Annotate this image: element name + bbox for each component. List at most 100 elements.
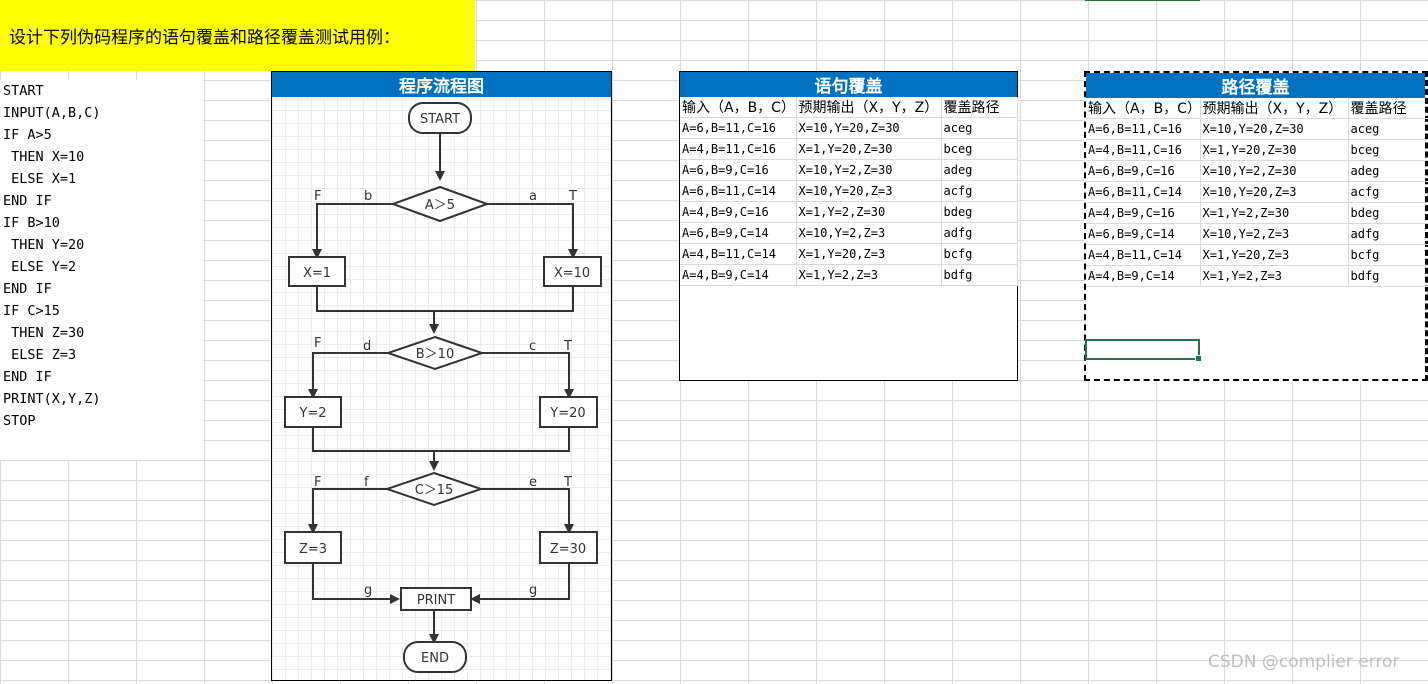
cell-input[interactable]: A=6,B=9,C=16 [680, 159, 797, 181]
box-x10 [543, 256, 602, 287]
cell-input[interactable]: A=4,B=9,C=16 [680, 201, 797, 223]
path-coverage-panel[interactable]: 路径覆盖 输入（A，B，C） 预期输出（X，Y，Z） 覆盖路径 A=6,B=11… [1084, 71, 1428, 381]
print-node [400, 587, 472, 611]
edge-label-d: d [363, 339, 371, 354]
cell-path[interactable]: bceg [1348, 139, 1428, 161]
cell-output[interactable]: X=10,Y=2,Z=3 [796, 222, 942, 244]
cell-output[interactable]: X=10,Y=20,Z=3 [1200, 181, 1349, 203]
statement-coverage-panel[interactable]: 语句覆盖 输入（A，B，C） 预期输出（X，Y，Z） 覆盖路径 A=6,B=11… [679, 71, 1018, 381]
cell-path[interactable]: acfg [1348, 181, 1428, 203]
cell-input[interactable]: A=6,B=11,C=16 [680, 117, 797, 139]
box-x1-label: X=1 [303, 266, 331, 281]
table-header-row: 输入（A，B，C） 预期输出（X，Y，Z） 覆盖路径 [1086, 98, 1428, 119]
selected-cell[interactable] [1085, 339, 1202, 362]
cell-path[interactable]: bdeg [1348, 202, 1428, 224]
header-path[interactable]: 覆盖路径 [1348, 98, 1428, 119]
code-line: THEN Z=30 [3, 325, 85, 341]
edge-label-g: g [364, 583, 372, 598]
edge-label-c: c [529, 339, 536, 354]
cell-input[interactable]: A=6,B=9,C=14 [680, 222, 797, 244]
cell-output[interactable]: X=10,Y=20,Z=30 [796, 117, 942, 139]
cell-input[interactable]: A=6,B=11,C=14 [680, 180, 797, 202]
code-line: THEN Y=20 [3, 237, 85, 253]
cell-output[interactable]: X=10,Y=2,Z=30 [796, 159, 942, 181]
edge-label-f: f [364, 475, 369, 490]
cell-path[interactable]: aceg [1348, 118, 1428, 140]
header-expected-output[interactable]: 预期输出（X，Y，Z） [796, 97, 942, 118]
code-line: THEN X=10 [3, 149, 85, 165]
box-z30 [539, 531, 598, 564]
edge-label-e: e [529, 475, 537, 490]
cell-path[interactable]: adeg [941, 159, 1018, 181]
cell-output[interactable]: X=1,Y=2,Z=30 [1200, 202, 1349, 224]
cell-input[interactable]: A=4,B=11,C=16 [1086, 139, 1201, 161]
cell-input[interactable]: A=6,B=11,C=16 [1086, 118, 1201, 140]
box-z30-label: Z=30 [550, 542, 586, 557]
cell-input[interactable]: A=4,B=11,C=16 [680, 138, 797, 160]
flowchart-canvas[interactable]: START A＞5 X=1 X=10 B＞10 Y=2 Y=20 C＞15 Z=… [272, 97, 611, 680]
decision-c-label: C＞15 [415, 483, 454, 498]
box-z3-label: Z=3 [299, 542, 327, 557]
cell-output[interactable]: X=10,Y=20,Z=3 [796, 180, 942, 202]
header-input[interactable]: 输入（A，B，C） [1086, 98, 1201, 119]
cell-output[interactable]: X=10,Y=2,Z=3 [1200, 223, 1349, 245]
edge-label-T: T [563, 339, 572, 354]
cell-output[interactable]: X=10,Y=2,Z=30 [1200, 160, 1349, 182]
edge-label-g: g [529, 583, 537, 598]
merge-2 [312, 427, 570, 452]
cell-path[interactable]: bceg [941, 138, 1018, 160]
path-coverage-title: 路径覆盖 [1086, 73, 1425, 98]
edge-z30-to-print [470, 563, 570, 604]
cell-path[interactable]: bdfg [1348, 265, 1428, 287]
task-banner[interactable]: 设计下列伪码程序的语句覆盖和路径覆盖测试用例： [0, 0, 475, 71]
cell-path[interactable]: bcfg [1348, 244, 1428, 266]
decision-b-label: B＞10 [416, 347, 454, 362]
cell-path[interactable]: aceg [941, 117, 1018, 139]
cell-input[interactable]: A=6,B=11,C=14 [1086, 181, 1201, 203]
cell-path[interactable]: adfg [941, 222, 1018, 244]
flowchart-svg: START A＞5 X=1 X=10 B＞10 Y=2 Y=20 C＞15 Z=… [284, 102, 602, 673]
cell-path[interactable]: bdfg [941, 264, 1018, 286]
cell-output[interactable]: X=1,Y=20,Z=3 [1200, 244, 1349, 266]
cell-input[interactable]: A=4,B=9,C=16 [1086, 202, 1201, 224]
cell-input[interactable]: A=4,B=11,C=14 [1086, 244, 1201, 266]
pseudo-code-block[interactable]: START INPUT(A,B,C) IF A>5 THEN X=10 ELSE… [0, 80, 203, 460]
header-expected-output[interactable]: 预期输出（X，Y，Z） [1200, 98, 1349, 119]
cell-path[interactable]: bcfg [941, 243, 1018, 265]
decision-a-node [390, 185, 490, 223]
statement-coverage-table[interactable]: 输入（A，B，C） 预期输出（X，Y，Z） 覆盖路径 A=6,B=11,C=16… [680, 97, 1018, 286]
cell-input[interactable]: A=6,B=9,C=14 [1086, 223, 1201, 245]
header-path[interactable]: 覆盖路径 [941, 97, 1018, 118]
start-label: START [420, 112, 460, 127]
end-node [403, 641, 467, 673]
cell-input[interactable]: A=4,B=9,C=14 [1086, 265, 1201, 287]
header-input[interactable]: 输入（A，B，C） [680, 97, 797, 118]
cell-path[interactable]: bdeg [941, 201, 1018, 223]
decision-c-node [383, 471, 485, 507]
table-row: A=4,B=9,C=16 X=1,Y=2,Z=30 bdeg [680, 201, 1018, 223]
code-line: ELSE Y=2 [3, 259, 77, 275]
edge-label-T: T [563, 475, 572, 490]
cell-output[interactable]: X=1,Y=20,Z=3 [796, 243, 942, 265]
code-line: ELSE X=1 [3, 171, 77, 187]
flowchart-panel[interactable]: 程序流程图 [271, 71, 612, 681]
cell-output[interactable]: X=1,Y=2,Z=30 [796, 201, 942, 223]
code-line: STOP [3, 413, 36, 429]
cell-output[interactable]: X=1,Y=2,Z=3 [796, 264, 942, 286]
cell-path[interactable]: adfg [1348, 223, 1428, 245]
path-coverage-table[interactable]: 输入（A，B，C） 预期输出（X，Y，Z） 覆盖路径 A=6,B=11,C=16… [1086, 98, 1428, 287]
cell-output[interactable]: X=1,Y=2,Z=3 [1200, 265, 1349, 287]
code-line: IF C>15 [3, 303, 60, 319]
cell-output[interactable]: X=10,Y=20,Z=30 [1200, 118, 1349, 140]
cell-path[interactable]: adeg [1348, 160, 1428, 182]
cell-input[interactable]: A=6,B=9,C=16 [1086, 160, 1201, 182]
cell-output[interactable]: X=1,Y=20,Z=30 [1200, 139, 1349, 161]
cell-input[interactable]: A=4,B=11,C=14 [680, 243, 797, 265]
table-row: A=4,B=9,C=14 X=1,Y=2,Z=3 bdfg [1086, 265, 1428, 287]
cell-input[interactable]: A=4,B=9,C=14 [680, 264, 797, 286]
end-label: END [421, 651, 449, 666]
edge-label-F: F [314, 189, 321, 204]
cell-path[interactable]: acfg [941, 180, 1018, 202]
box-y20-label: Y=20 [549, 406, 585, 421]
cell-output[interactable]: X=1,Y=20,Z=30 [796, 138, 942, 160]
